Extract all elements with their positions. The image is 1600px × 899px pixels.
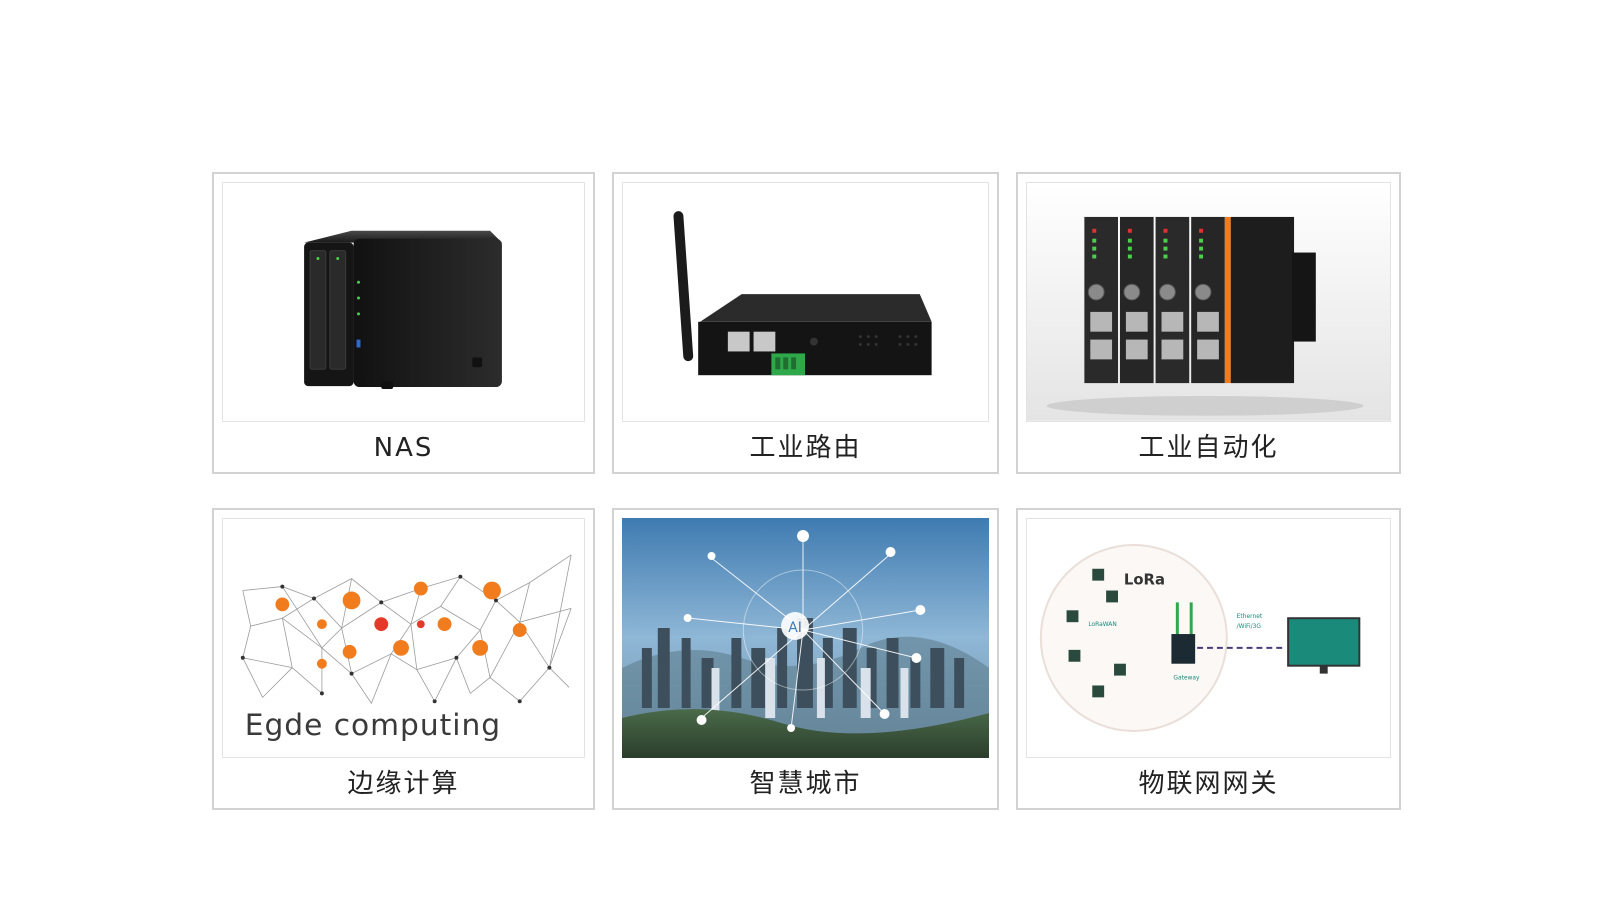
card-industrial-automation[interactable]: 工业自动化 [1016,172,1401,474]
card-caption: 物联网网关 [1138,769,1279,799]
iot-gateway-image: LoRa LoRaWAN Gateway Ethernet /WiFi/3G [1026,518,1391,758]
card-caption: 工业路由 [749,433,862,463]
automation-image [1026,182,1391,422]
router-image [622,182,989,422]
card-caption: 边缘计算 [347,769,460,799]
card-edge-computing[interactable]: Egde computing 边缘计算 [212,508,595,810]
edge-computing-logo-text: Egde computing [245,707,501,742]
wifi-label: /WiFi/3G [1237,623,1262,630]
nas-image [222,182,585,422]
ethernet-label: Ethernet [1237,613,1263,620]
ai-badge-text: AI [788,620,802,636]
card-smart-city[interactable]: AI 智慧城市 [612,508,999,810]
gateway-label: Gateway [1173,675,1200,682]
card-industrial-router[interactable]: 工业路由 [612,172,999,474]
card-caption: NAS [373,433,434,463]
card-caption: 工业自动化 [1138,433,1279,463]
lora-logo-text: LoRa [1124,572,1165,589]
lorawan-label: LoRaWAN [1088,621,1116,628]
smart-city-image: AI [622,518,989,758]
edge-computing-image: Egde computing [222,518,585,758]
card-nas[interactable]: NAS [212,172,595,474]
card-iot-gateway[interactable]: LoRa LoRaWAN Gateway Ethernet /WiFi/3G 物… [1016,508,1401,810]
card-caption: 智慧城市 [749,769,862,799]
